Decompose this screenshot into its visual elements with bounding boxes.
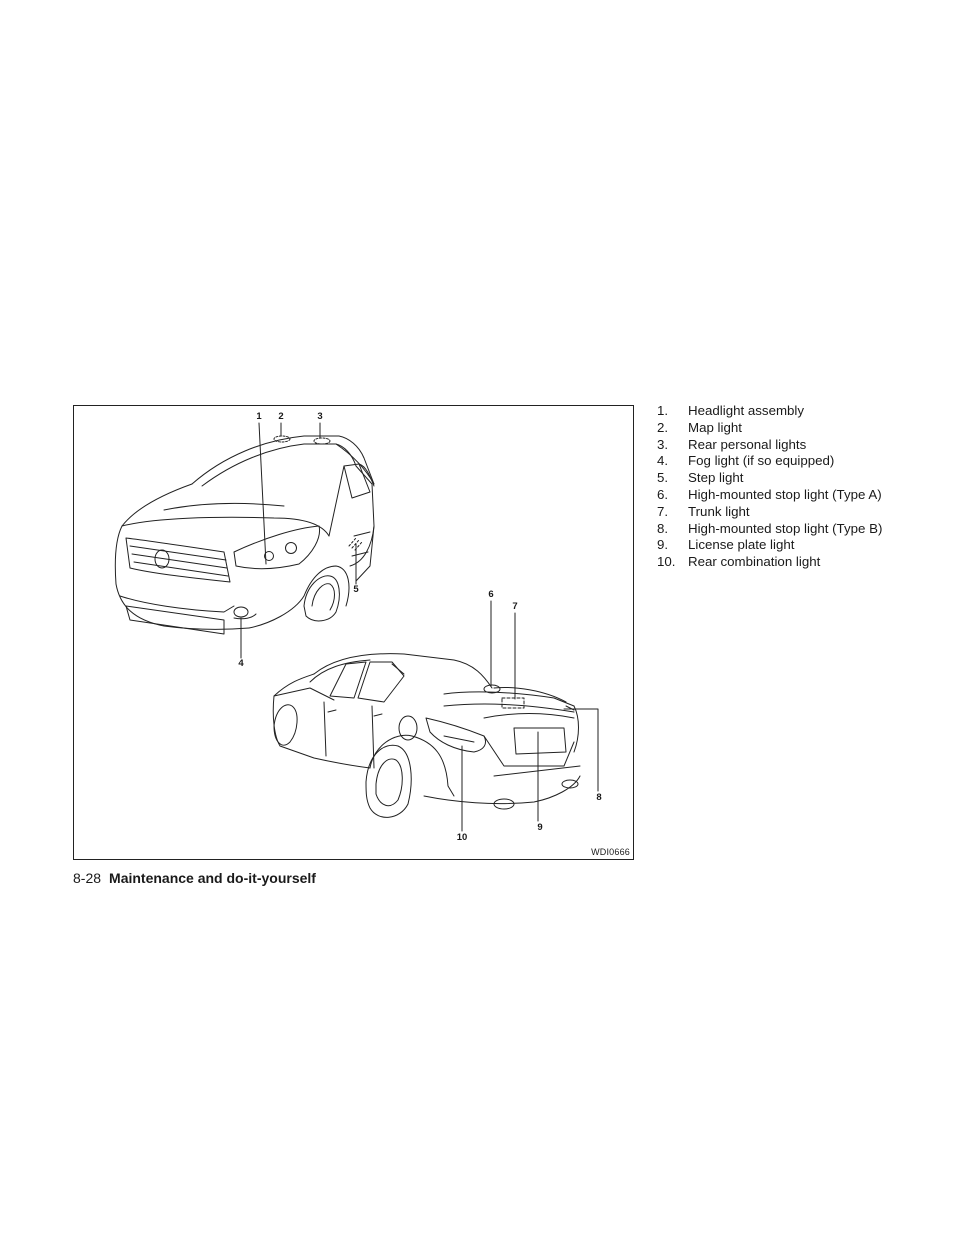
legend-label: High-mounted stop light (Type A) — [688, 486, 882, 502]
callout-8: 8 — [596, 792, 602, 803]
callout-4: 4 — [238, 658, 244, 669]
legend-item: 3. Rear personal lights — [657, 437, 882, 454]
callout-6: 6 — [488, 589, 494, 600]
legend-label: Headlight assembly — [688, 403, 805, 418]
legend-item: 8. High-mounted stop light (Type B) — [657, 521, 882, 538]
legend-label: Step light — [688, 470, 744, 486]
legend-label: High-mounted stop light (Type B) — [688, 520, 883, 536]
callout-9: 9 — [537, 822, 543, 833]
page-number: 8-28 — [73, 870, 102, 886]
legend-label: License plate light — [688, 537, 795, 553]
legend-item: 10. Rear combination light — [657, 554, 882, 571]
legend-item: 2. Map light — [657, 420, 882, 437]
section-title: Maintenance and do-it-yourself — [109, 870, 316, 886]
legend-number: 7. — [657, 503, 669, 519]
figure-code: WDI0666 — [591, 847, 630, 857]
legend-number: 10. — [657, 554, 676, 570]
legend-item: 6. High-mounted stop light (Type A) — [657, 487, 882, 504]
callout-5: 5 — [353, 584, 359, 595]
legend-number: 9. — [657, 537, 669, 553]
legend-label: Map light — [688, 419, 742, 435]
callout-leaders — [240, 422, 599, 832]
legend-number: 3. — [657, 436, 669, 452]
legend-number: 8. — [657, 520, 669, 536]
legend-item: 7. Trunk light — [657, 504, 882, 521]
legend-item: 5. Step light — [657, 470, 882, 487]
front-car-illustration — [114, 435, 375, 635]
legend-number: 1. — [657, 403, 669, 418]
legend-number: 6. — [657, 486, 669, 502]
callout-7: 7 — [512, 601, 518, 612]
rear-car-illustration — [272, 653, 581, 818]
legend-item: 9. License plate light — [657, 537, 882, 554]
legend-number: 2. — [657, 419, 669, 435]
legend-number: 5. — [657, 470, 669, 486]
legend-label: Fog light (if so equipped) — [688, 453, 835, 469]
legend-item: 1. Headlight assembly — [657, 403, 882, 420]
legend-label: Trunk light — [688, 503, 750, 519]
callout-1: 1 — [256, 411, 262, 422]
legend-label: Rear personal lights — [688, 436, 807, 452]
car-lights-figure: 1 2 3 4 5 6 7 8 9 10 WDI0666 — [73, 405, 634, 860]
callout-2: 2 — [278, 411, 284, 422]
legend-label: Rear combination light — [688, 554, 821, 570]
legend-item: 4. Fog light (if so equipped) — [657, 453, 882, 470]
page-footer: 8-28 Maintenance and do-it-yourself — [73, 870, 316, 886]
callout-10: 10 — [456, 832, 468, 843]
car-line-drawing — [114, 422, 599, 832]
legend-list: 1. Headlight assembly 2. Map light 3. Rear … — [657, 403, 882, 571]
callout-3: 3 — [317, 411, 323, 422]
legend-number: 4. — [657, 453, 669, 469]
